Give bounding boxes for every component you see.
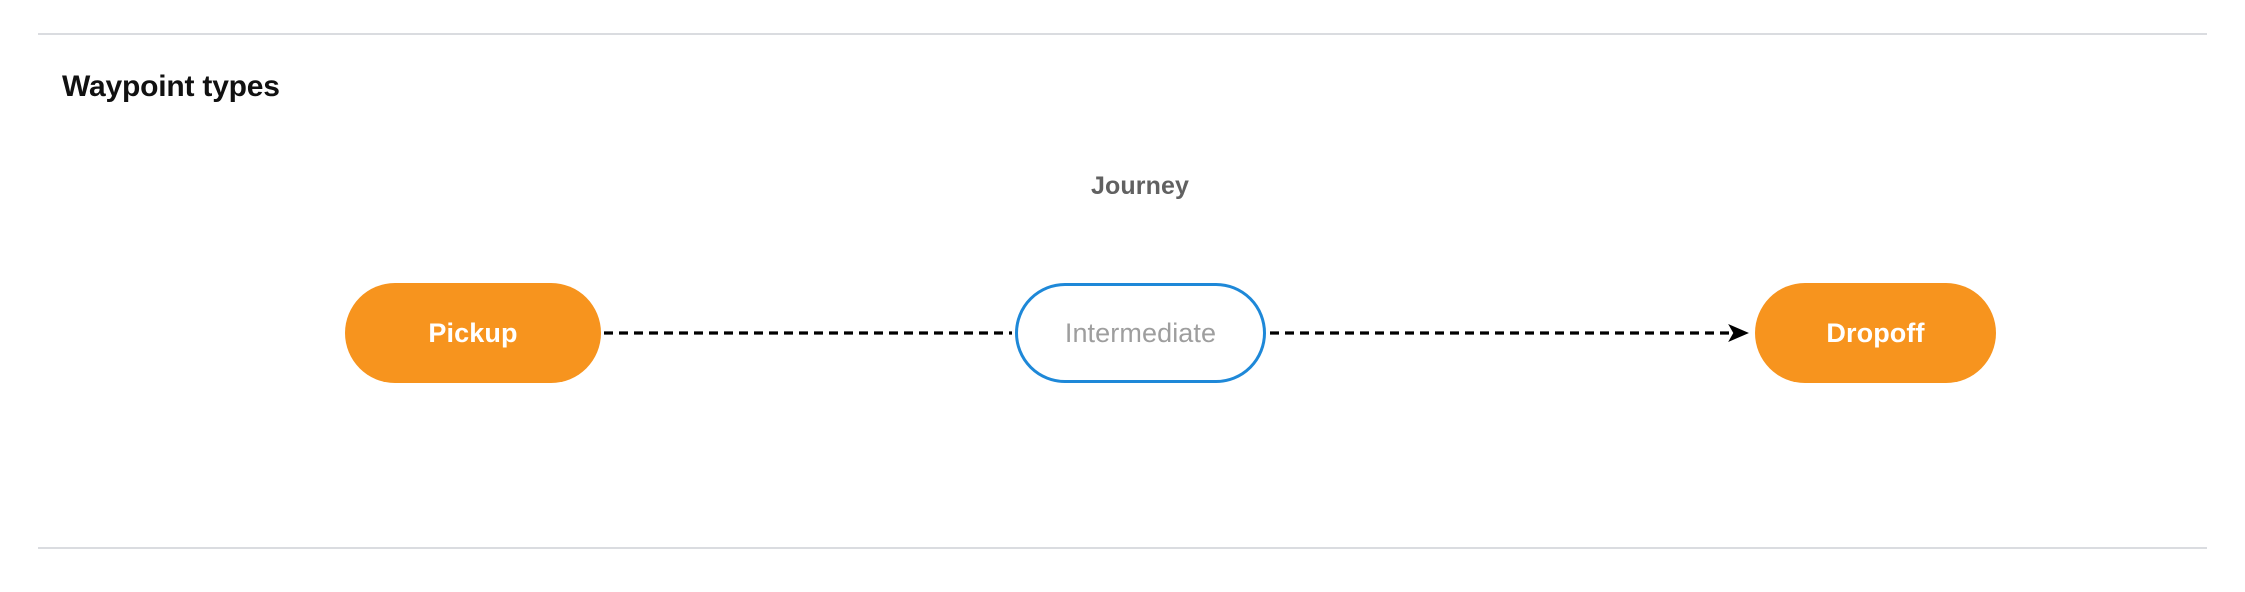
page-title: Waypoint types — [62, 70, 280, 103]
waypoint-node-intermediate-label: Intermediate — [1064, 317, 1217, 348]
waypoint-journey-diagram — [0, 110, 2245, 440]
journey-group-label: Journey — [1091, 172, 1189, 200]
waypoint-node-dropoff-label: Dropoff — [1826, 317, 1925, 348]
section-divider-bottom — [38, 547, 2207, 549]
section-divider-top — [38, 33, 2207, 35]
waypoint-node-intermediate[interactable]: Intermediate — [1015, 283, 1266, 383]
waypoint-node-pickup[interactable]: Pickup — [345, 283, 601, 383]
waypoint-node-pickup-label: Pickup — [428, 317, 518, 348]
waypoint-node-dropoff[interactable]: Dropoff — [1755, 283, 1996, 383]
